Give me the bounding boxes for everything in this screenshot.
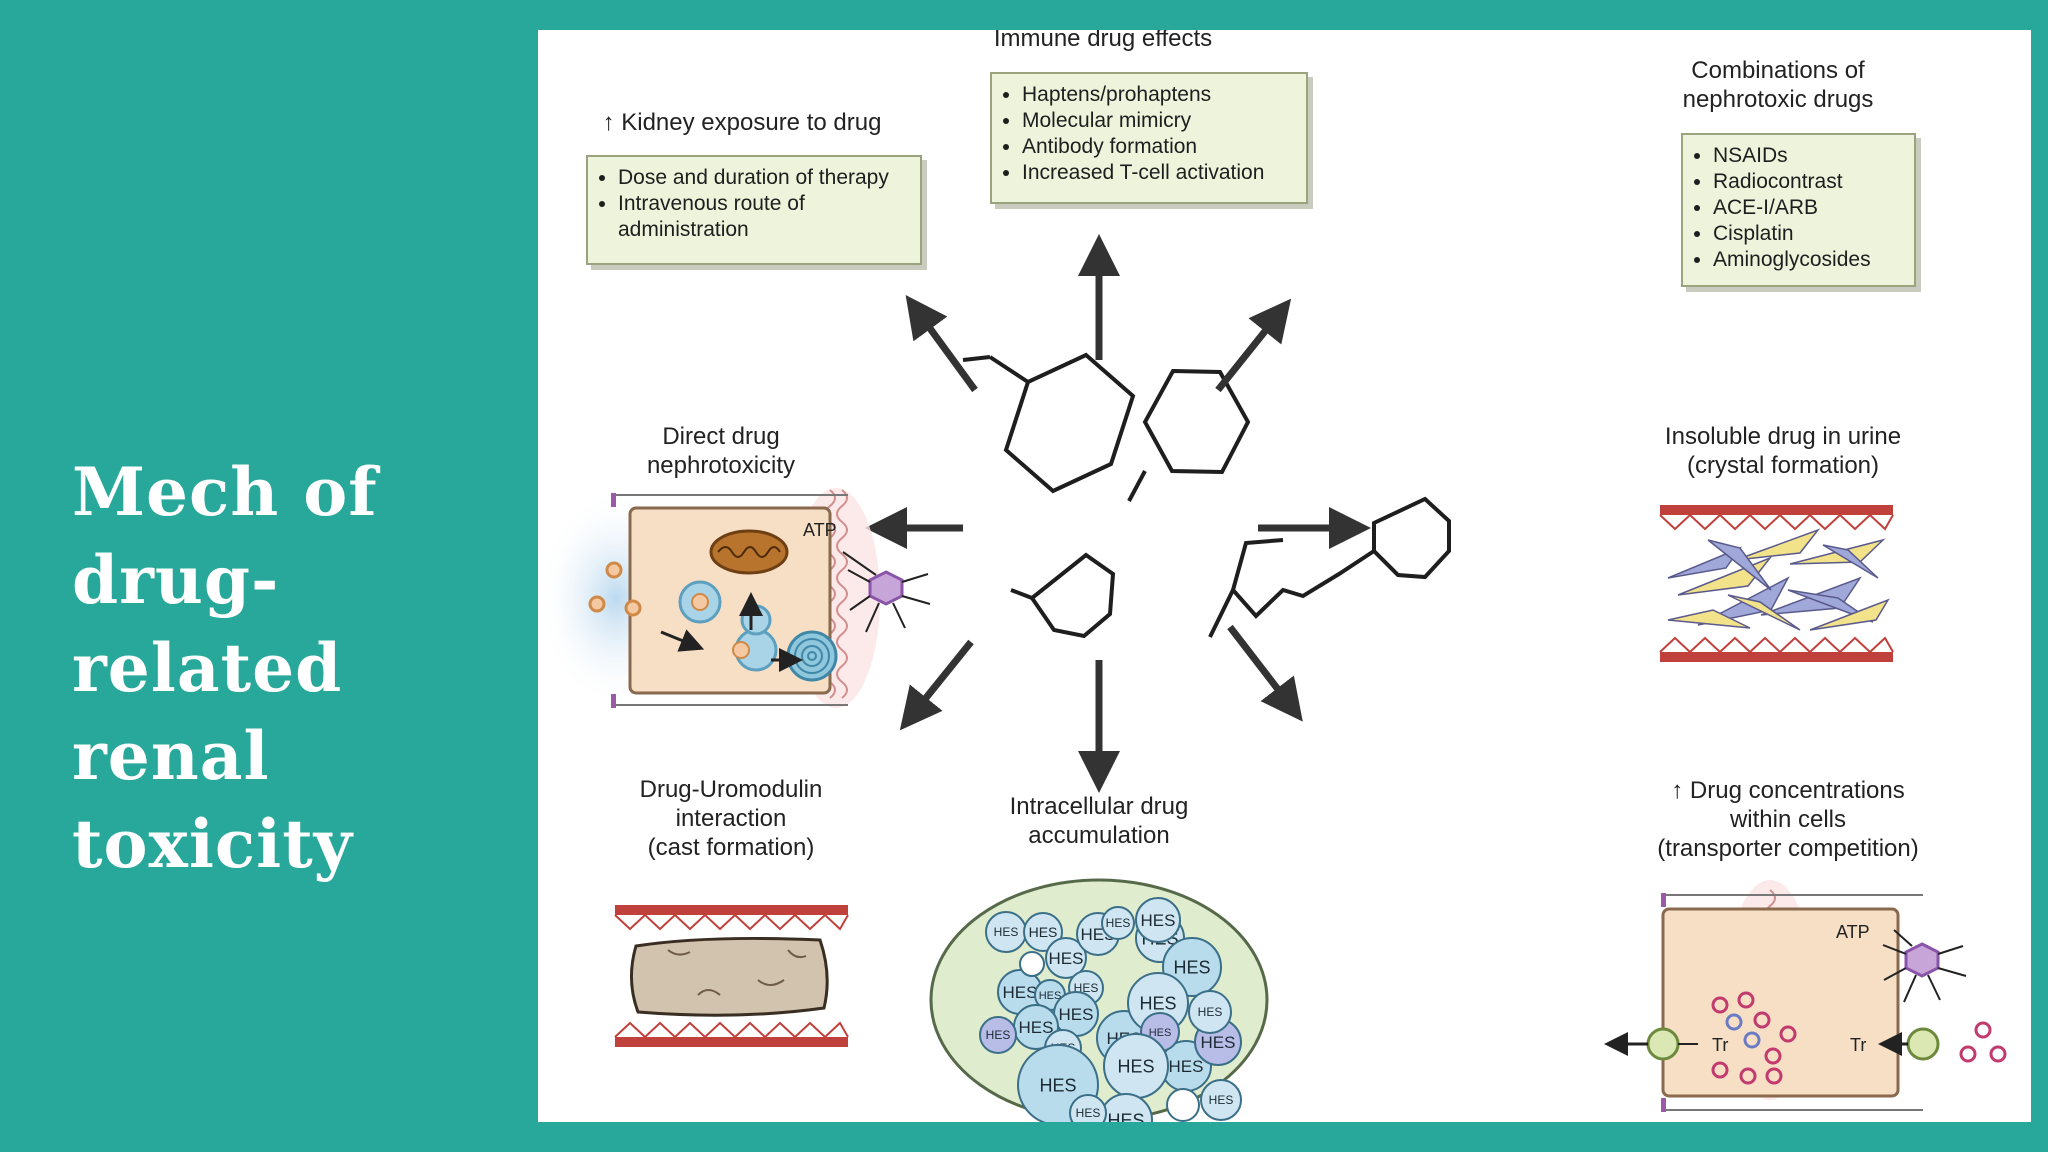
immune-effects-heading: Immune drug effects bbox=[993, 30, 1213, 52]
kidney-exposure-list: Dose and duration of therapy Intravenous… bbox=[602, 165, 906, 243]
accumulation-heading-line-2: accumulation bbox=[1028, 822, 1170, 849]
hes-vacuole-label: HES bbox=[1003, 983, 1038, 1002]
hes-vacuole-label: HES bbox=[1198, 1005, 1223, 1019]
transporter-atp-label: ATP bbox=[1836, 922, 1870, 942]
hes-vacuole-label: HES bbox=[1107, 1110, 1144, 1122]
list-item: Cisplatin bbox=[1713, 221, 1900, 247]
crystal-formation-heading-line-2: (crystal formation) bbox=[1686, 452, 1880, 479]
immune-effects-list: Haptens/prohaptens Molecular mimicry Ant… bbox=[1006, 82, 1292, 186]
hes-vacuole bbox=[1101, 906, 1135, 940]
slide-title-line-3: renal toxicity bbox=[72, 717, 354, 883]
transporter-label-right: Tr bbox=[1850, 1035, 1866, 1055]
immune-effects-box: Haptens/prohaptens Molecular mimicry Ant… bbox=[990, 72, 1308, 204]
transporter-label-left: Tr bbox=[1712, 1035, 1728, 1055]
transporter-heading-line-1: ↑ Drug concentrations bbox=[1671, 777, 1905, 804]
diagram-graphics: ATP bbox=[538, 234, 2007, 1122]
hes-vacuole-label: HES bbox=[1029, 924, 1058, 940]
hes-vacuole-label: HES bbox=[1173, 957, 1210, 977]
transporter-heading: ↑ Drug concentrations within cells (tran… bbox=[1628, 776, 1948, 863]
direct-toxicity-heading-line-1: Direct drug bbox=[662, 423, 780, 450]
hes-vacuole bbox=[979, 1016, 1017, 1054]
hes-vacuole-label: HES bbox=[1106, 916, 1131, 930]
slide-title: Mech of drug-related renal toxicity bbox=[72, 448, 532, 888]
hes-vacuole-label: HES bbox=[1141, 911, 1176, 930]
list-item: Haptens/prohaptens bbox=[1022, 82, 1292, 108]
hes-vacuole-label: HES bbox=[986, 1028, 1011, 1042]
direct-toxicity-cell-illustration: ATP bbox=[538, 488, 931, 708]
transporter-heading-line-3: (transporter competition) bbox=[1657, 835, 1919, 862]
combinations-heading-line-2: nephrotoxic drugs bbox=[1682, 86, 1874, 113]
hes-vacuole-label: HES bbox=[1149, 1027, 1172, 1039]
list-item: Intravenous route of bbox=[618, 191, 906, 217]
combinations-heading-line-1: Combinations of bbox=[1691, 57, 1865, 84]
list-item: NSAIDs bbox=[1713, 143, 1900, 169]
hes-vacuole-label: HES bbox=[1019, 1018, 1054, 1037]
crystal-formation-illustration bbox=[1659, 505, 1894, 662]
hes-vacuole bbox=[1023, 912, 1063, 952]
accumulation-heading: Intracellular drug accumulation bbox=[969, 792, 1229, 850]
uromodulin-heading-line-1: Drug-Uromodulin bbox=[639, 776, 823, 803]
uromodulin-cast-illustration bbox=[614, 905, 849, 1047]
combinations-heading: Combinations of nephrotoxic drugs bbox=[1628, 56, 1928, 114]
list-item: Antibody formation bbox=[1022, 134, 1292, 160]
hes-vacuole-label: HES bbox=[1117, 1056, 1154, 1076]
hes-vacuole-label: HES bbox=[1076, 1106, 1101, 1120]
list-item: ACE-I/ARB bbox=[1713, 195, 1900, 221]
list-item: Radiocontrast bbox=[1713, 169, 1900, 195]
list-item: Molecular mimicry bbox=[1022, 108, 1292, 134]
direct-toxicity-heading-line-2: nephrotoxicity bbox=[646, 452, 796, 479]
crystal-formation-heading-line-1: Insoluble drug in urine bbox=[1664, 423, 1902, 450]
list-item: administration bbox=[618, 218, 749, 241]
combinations-list: NSAIDs Radiocontrast ACE-I/ARB Cisplatin… bbox=[1697, 143, 1900, 273]
direct-toxicity-heading: Direct drug nephrotoxicity bbox=[606, 422, 836, 480]
hes-vacuole bbox=[1188, 990, 1232, 1034]
list-item: Dose and duration of therapy bbox=[618, 165, 906, 191]
list-item: Aminoglycosides bbox=[1713, 247, 1900, 273]
hes-vacuole bbox=[1135, 897, 1181, 943]
hes-vacuole-label: HES bbox=[1059, 1005, 1094, 1024]
transporter-heading-line-2: within cells bbox=[1729, 806, 1847, 833]
drug-molecules-icon bbox=[962, 352, 1451, 639]
slide-title-line-2: drug-related bbox=[72, 541, 343, 707]
uromodulin-heading: Drug-Uromodulin interaction (cast format… bbox=[611, 775, 851, 862]
combinations-box: NSAIDs Radiocontrast ACE-I/ARB Cisplatin… bbox=[1681, 133, 1916, 287]
diagram-panel: ATP bbox=[538, 30, 2031, 1122]
hes-vacuole-label: HES bbox=[1139, 993, 1176, 1013]
hes-vacuole bbox=[1019, 951, 1045, 977]
hes-vacuole-label: HES bbox=[1209, 1093, 1234, 1107]
direct-atp-label: ATP bbox=[803, 520, 837, 540]
hes-vacuole-label: HES bbox=[1049, 949, 1084, 968]
hes-vacuole bbox=[1166, 1088, 1200, 1122]
kidney-exposure-heading: ↑ Kidney exposure to drug bbox=[602, 109, 882, 136]
transporter-cell-illustration: Tr Tr ATP bbox=[1604, 880, 2007, 1112]
hes-vacuole bbox=[1045, 937, 1087, 979]
hes-vacuole-label: HES bbox=[1169, 1057, 1204, 1076]
crystal-formation-heading: Insoluble drug in urine (crystal formati… bbox=[1618, 422, 1948, 480]
slide-title-line-1: Mech of bbox=[72, 453, 378, 531]
hes-vacuole-label: HES bbox=[994, 925, 1019, 939]
uromodulin-heading-line-2: interaction bbox=[675, 805, 787, 832]
hes-vacuole-label: HES bbox=[1039, 990, 1062, 1002]
hes-vacuole-label: HES bbox=[1039, 1075, 1076, 1095]
hes-vacuole bbox=[1069, 1094, 1107, 1122]
list-item: Increased T-cell activation bbox=[1022, 160, 1292, 186]
uromodulin-heading-line-3: (cast formation) bbox=[647, 834, 815, 861]
hes-vacuole-label: HES bbox=[1201, 1033, 1236, 1052]
accumulation-heading-line-1: Intracellular drug bbox=[1009, 793, 1189, 820]
hes-vacuole bbox=[1200, 1079, 1242, 1121]
kidney-exposure-box: Dose and duration of therapy Intravenous… bbox=[586, 155, 922, 265]
radiating-arrows bbox=[865, 234, 1371, 793]
